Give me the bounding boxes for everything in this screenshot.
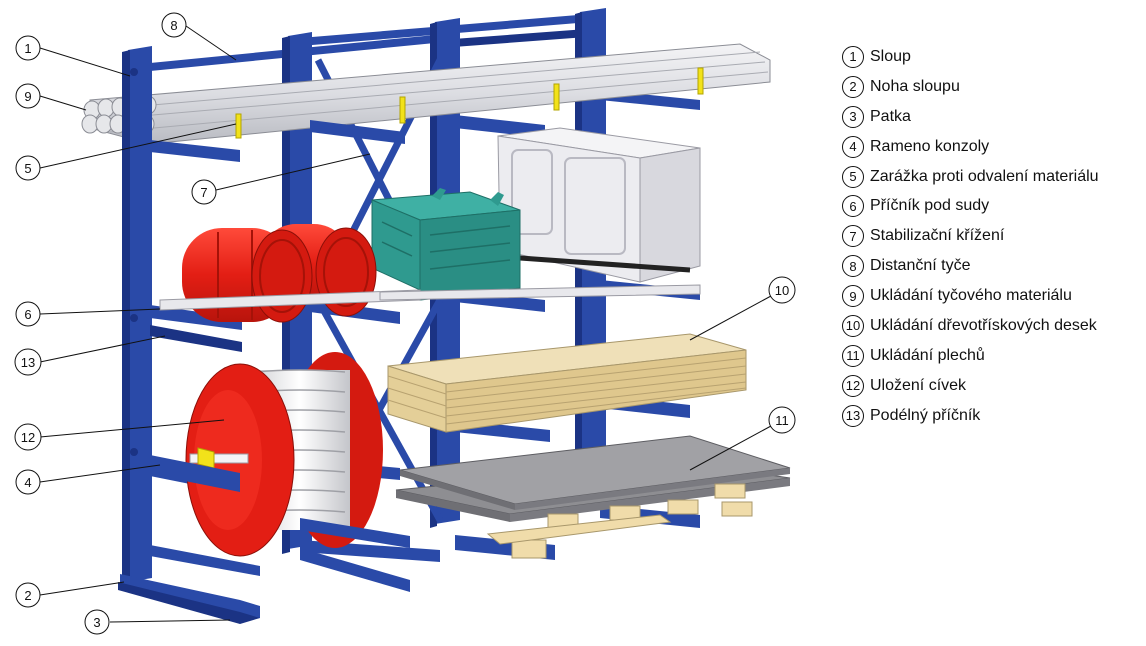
svg-text:4: 4: [24, 475, 31, 490]
legend-label: Ukládání plechů: [870, 346, 985, 364]
svg-text:2: 2: [24, 588, 31, 603]
legend-label: Stabilizační křížení: [870, 227, 1005, 245]
legend-label: Rameno konzoly: [870, 137, 990, 155]
svg-text:13: 13: [21, 355, 35, 370]
callout-1: 1: [15, 35, 41, 61]
callouts: 1 2 3 4 5 6 7 8 9 10 11 12 13: [14, 12, 796, 635]
bar-stock: [81, 43, 771, 145]
legend-label: Příčník pod sudy: [870, 197, 990, 215]
legend-item-3: 3 Patka: [842, 102, 1142, 132]
legend-item-7: 7 Stabilizační křížení: [842, 221, 1142, 251]
callout-10: 10: [768, 276, 796, 304]
legend-label: Distanční tyče: [870, 257, 971, 275]
legend-number: 7: [842, 225, 864, 248]
callout-7: 7: [191, 179, 217, 205]
svg-text:1: 1: [24, 41, 31, 56]
legend-item-6: 6 Příčník pod sudy: [842, 191, 1142, 221]
svg-text:3: 3: [93, 615, 100, 630]
legend-item-11: 11 Ukládání plechů: [842, 341, 1142, 371]
legend-number: 2: [842, 75, 864, 98]
teal-crates: [371, 188, 521, 301]
legend-label: Zarážka proti odvalení materiálu: [870, 167, 1099, 185]
legend-item-2: 2 Noha sloupu: [842, 72, 1142, 102]
white-plastic-box: [497, 127, 701, 283]
cable-reel: [185, 352, 383, 557]
legend-item-1: 1 Sloup: [842, 42, 1142, 72]
svg-text:11: 11: [775, 413, 789, 428]
callout-13: 13: [14, 348, 42, 376]
callout-3: 3: [84, 609, 110, 635]
callout-5: 5: [15, 155, 41, 181]
legend-item-4: 4 Rameno konzoly: [842, 132, 1142, 162]
legend-number: 1: [842, 45, 864, 68]
legend-number: 5: [842, 165, 864, 188]
svg-text:9: 9: [24, 89, 31, 104]
legend-item-5: 5 Zarážka proti odvalení materiálu: [842, 162, 1142, 192]
barrels: [159, 224, 701, 323]
legend-number: 8: [842, 255, 864, 278]
base-feet: [118, 545, 410, 624]
callout-6: 6: [15, 301, 41, 327]
column-front-left: [122, 46, 152, 586]
steel-sheets: [395, 435, 791, 559]
callout-9: 9: [15, 83, 41, 109]
legend-label: Ukládání dřevotřískových desek: [870, 316, 1097, 334]
legend-item-10: 10 Ukládání dřevotřískových desek: [842, 311, 1142, 341]
legend-item-9: 9 Ukládání tyčového materiálu: [842, 281, 1142, 311]
legend-label: Uložení cívek: [870, 376, 967, 394]
legend-number: 6: [842, 195, 864, 218]
callout-8: 8: [161, 12, 187, 38]
arms-lower: [150, 455, 410, 548]
legend-item-13: 13 Podélný příčník: [842, 401, 1142, 431]
legend-label: Ukládání tyčového materiálu: [870, 287, 1072, 305]
legend: 1 Sloup 2 Noha sloupu 3 Patka 4 Rameno konzo…: [842, 42, 1142, 431]
svg-text:7: 7: [200, 185, 207, 200]
svg-text:10: 10: [775, 283, 789, 298]
legend-label: Noha sloupu: [870, 77, 960, 95]
legend-number: 13: [842, 404, 864, 427]
legend-item-8: 8 Distanční tyče: [842, 251, 1142, 281]
legend-number: 9: [842, 285, 864, 308]
legend-number: 12: [842, 374, 864, 397]
callout-2: 2: [15, 582, 41, 608]
legend-label: Sloup: [870, 47, 911, 65]
legend-number: 3: [842, 105, 864, 128]
callout-4: 4: [15, 469, 41, 495]
svg-text:12: 12: [21, 430, 35, 445]
svg-text:5: 5: [24, 161, 31, 176]
svg-text:6: 6: [24, 307, 31, 322]
legend-label: Patka: [870, 107, 911, 125]
chipboard-stack: [387, 333, 747, 433]
svg-text:8: 8: [170, 18, 177, 33]
roll-stoppers: [235, 67, 704, 139]
legend-label: Podélný příčník: [870, 406, 981, 424]
legend-number: 11: [842, 344, 864, 367]
pallets: [486, 483, 753, 559]
legend-number: 10: [842, 314, 864, 337]
callout-12: 12: [14, 423, 42, 451]
legend-number: 4: [842, 135, 864, 158]
legend-item-12: 12 Uložení cívek: [842, 371, 1142, 401]
callout-11: 11: [768, 406, 796, 434]
